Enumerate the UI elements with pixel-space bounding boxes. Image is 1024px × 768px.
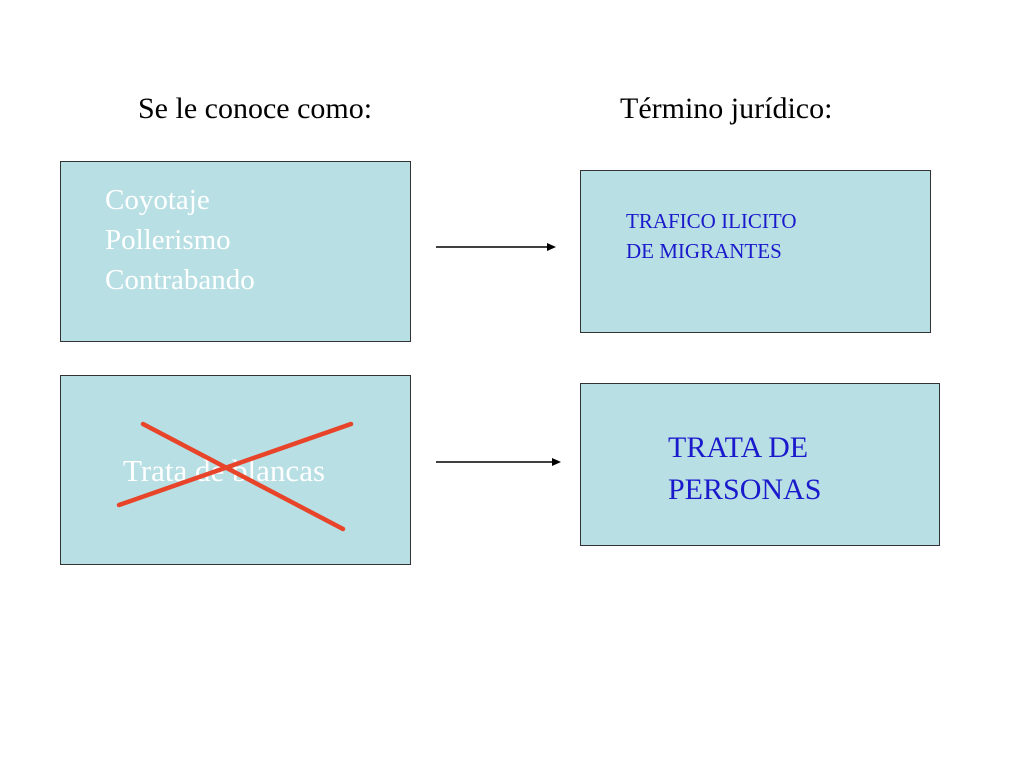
legal-term-line: TRAFICO ILICITO	[626, 209, 797, 233]
legal-term-box-trafficking: TRATA DE PERSONAS	[580, 383, 940, 546]
legal-term-text: TRATA DE PERSONAS	[668, 427, 821, 511]
colloquial-box-smuggling: Coyotaje Pollerismo Contrabando	[60, 161, 411, 342]
cross-out-x-icon	[116, 421, 354, 532]
colloquial-term: Coyotaje	[105, 184, 210, 216]
colloquial-term: Pollerismo	[105, 224, 231, 256]
heading-colloquial: Se le conoce como:	[138, 92, 373, 125]
colloquial-term: Contrabando	[105, 264, 255, 296]
legal-term-text: TRAFICO ILICITO DE MIGRANTES	[626, 206, 797, 266]
legal-term-line: DE MIGRANTES	[626, 239, 782, 263]
arrow-right-icon	[436, 243, 556, 251]
arrow-right-icon	[436, 458, 561, 466]
colloquial-term-list: Coyotaje Pollerismo Contrabando	[105, 180, 255, 300]
legal-term-line: TRATA DE	[668, 431, 809, 464]
legal-term-box-smuggling: TRAFICO ILICITO DE MIGRANTES	[580, 170, 931, 333]
legal-term-line: PERSONAS	[668, 473, 822, 506]
heading-legal-term: Término jurídico:	[620, 92, 833, 125]
colloquial-box-trafficking: Trata de blancas	[60, 375, 411, 565]
